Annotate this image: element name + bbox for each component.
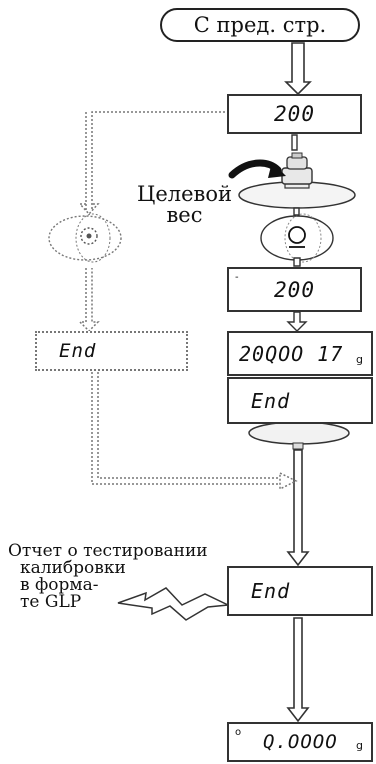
display-1-value: 200	[274, 102, 315, 126]
arrow-start-to-display1	[284, 42, 312, 96]
arrow-end-to-zero	[286, 617, 310, 723]
from-previous-page-text: С пред. стр.	[193, 13, 327, 37]
side-end-value: End	[59, 340, 97, 362]
display-2: - 200	[227, 267, 362, 312]
display-3: 20QOO 17 g	[227, 331, 373, 376]
curved-arrow-icon	[228, 159, 286, 179]
display-4-value: End	[251, 388, 291, 413]
display-1: 200	[227, 94, 362, 134]
display-5-value: End	[251, 579, 291, 603]
arrow-pan-to-end	[286, 449, 310, 567]
display-2-value: 200	[274, 277, 315, 302]
target-weight-line-2: вес	[166, 203, 203, 227]
display-3-value: 20QOO 17	[239, 341, 344, 366]
display-4: End	[227, 377, 373, 424]
display-6: o Q.OOOO g	[227, 722, 373, 762]
glp-report-label: Отчет о тестировании калибровки в форма-…	[8, 543, 308, 611]
display-3-unit: g	[356, 353, 363, 366]
weighing-pan-icon	[248, 421, 350, 450]
display-6-value: Q.OOOO	[263, 731, 338, 753]
from-previous-page-label: С пред. стр.	[160, 8, 360, 42]
display-6-unit: g	[356, 739, 363, 752]
zero-key-icon-right	[260, 213, 334, 263]
glp-report-line-4: те GLP	[20, 592, 82, 612]
zero-key-icon-left	[48, 213, 122, 263]
glp-report-line-1: Отчет о тестировании	[8, 541, 208, 561]
display-5: End	[227, 566, 373, 616]
target-weight-line-1: Целевой	[137, 182, 232, 206]
display-2-mark: -	[235, 272, 239, 283]
glp-report-line-3: в форма-	[20, 575, 99, 595]
target-weight-label: Целевой вес	[127, 184, 242, 226]
glp-report-line-2: калибровки	[20, 558, 126, 578]
arrow-right-column	[286, 134, 308, 433]
display-6-mark: o	[235, 727, 242, 738]
side-end-display: End	[35, 331, 188, 371]
